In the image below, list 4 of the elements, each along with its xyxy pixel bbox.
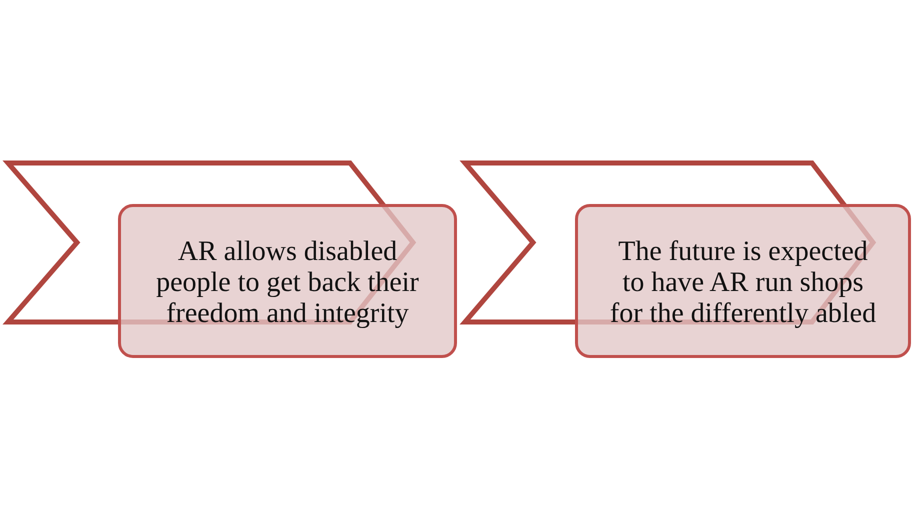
step-text: The future is expected to have AR run shops for the differently abled (608, 236, 878, 328)
rounded-box (575, 204, 911, 358)
step-text: AR allows disabled people to get back their freedom and integrity (155, 236, 420, 328)
rounded-box (118, 204, 457, 358)
